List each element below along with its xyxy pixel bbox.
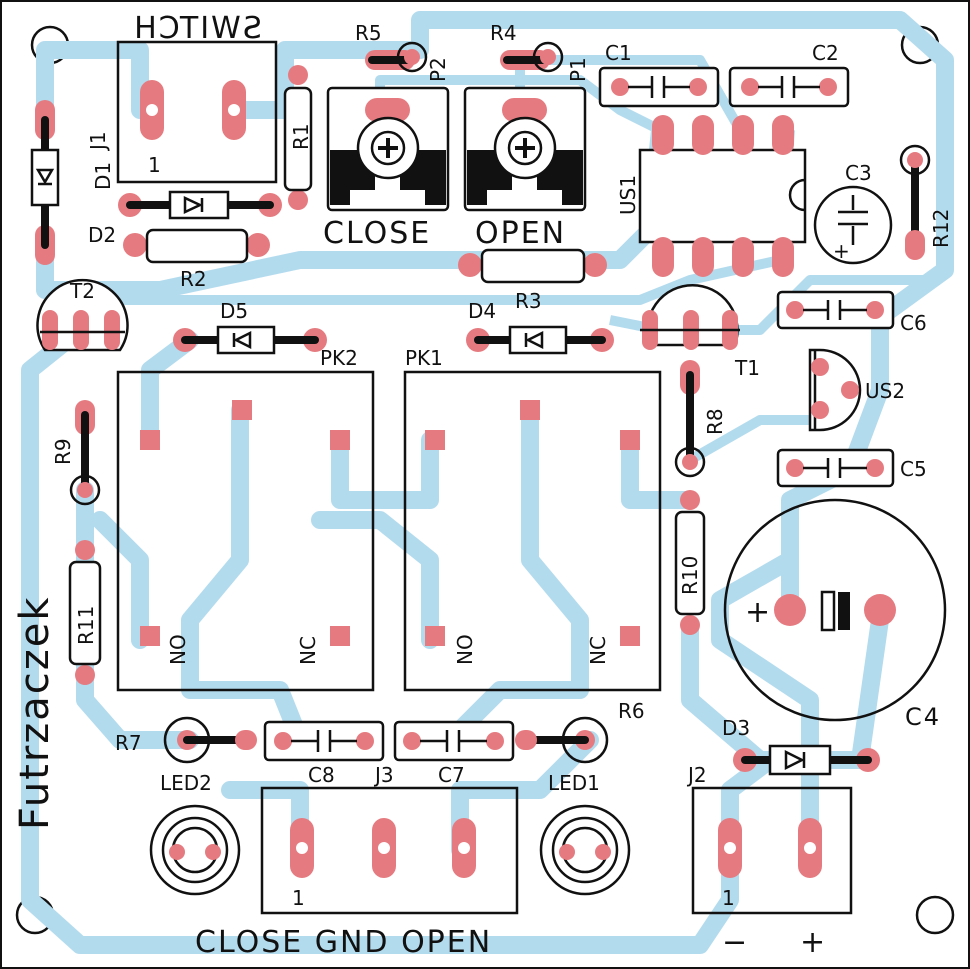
r2-label: R2 — [180, 267, 207, 291]
c4-plus: + — [745, 595, 772, 630]
resistor-r7: R7 — [115, 716, 257, 764]
c1-label: C1 — [605, 41, 632, 65]
diode-d3: D3 — [722, 716, 880, 776]
capacitor-c3: + C3 — [813, 161, 893, 265]
resistor-r8: R8 — [674, 360, 727, 478]
resistor-r10: R10 — [674, 490, 706, 635]
r4-label: R4 — [490, 21, 517, 45]
p1-label: P1 — [566, 57, 590, 82]
us1-label: US1 — [616, 175, 640, 215]
capacitor-c5: C5 — [776, 448, 927, 488]
pk1-nc-label: NC — [586, 636, 610, 665]
c5-label: C5 — [900, 457, 927, 481]
j3-pin-label: 1 — [292, 886, 305, 910]
j1-label: J1 — [86, 131, 110, 152]
resistor-r4: R4 P1 — [490, 21, 590, 82]
resistor-r12: R12 — [899, 144, 953, 260]
led-led2: LED2 — [149, 771, 241, 896]
j1-pin-label: 1 — [148, 153, 161, 177]
j2-label: J2 — [686, 763, 707, 787]
led-led1: LED1 — [539, 771, 631, 896]
d3-label: D3 — [722, 716, 750, 740]
open-label: OPEN — [475, 216, 566, 251]
j3-function-label: CLOSE GND OPEN — [195, 925, 492, 960]
r5-label: R5 — [355, 21, 382, 45]
c7-label: C7 — [438, 763, 465, 787]
pk2-nc-label: NC — [296, 636, 320, 665]
p2-label: P2 — [426, 57, 450, 82]
r7-label: R7 — [115, 731, 142, 755]
pk2-no-label: NO — [166, 634, 190, 665]
resistor-r2: R2 — [123, 228, 270, 291]
d4-label: D4 — [468, 299, 496, 323]
c3-label: C3 — [845, 161, 872, 185]
resistor-r3: R3 — [458, 248, 607, 313]
r10-label: R10 — [678, 556, 702, 595]
pk1-no-label: NO — [453, 634, 477, 665]
c2-label: C2 — [812, 41, 839, 65]
d5-label: D5 — [220, 299, 248, 323]
resistor-r1: R1 — [283, 65, 313, 210]
diode-d2: D2 — [88, 190, 282, 247]
us2-label: US2 — [865, 379, 905, 403]
j2-plus-label: + — [800, 925, 827, 960]
switch-label: SWITCH — [132, 11, 262, 46]
diode-d5: D5 — [173, 299, 327, 355]
board-title: Futrzaczek — [12, 595, 58, 830]
resistor-r11: R11 — [68, 540, 102, 685]
connector-j2: J2 1 − + — [686, 763, 853, 960]
transistor-t2: T2 — [36, 278, 129, 352]
r8-label: R8 — [703, 408, 727, 435]
capacitor-c8: C8 — [263, 720, 385, 787]
regulator-us2: US2 — [808, 348, 905, 432]
trimmer-p2: CLOSE — [323, 86, 450, 251]
capacitor-c6: C6 — [776, 290, 927, 335]
diode-d1: D1 — [30, 100, 115, 265]
led2-label: LED2 — [160, 771, 212, 795]
resistor-r9: R9 — [51, 400, 101, 506]
d1-label: D1 — [91, 162, 115, 190]
r11-label: R11 — [74, 606, 98, 645]
transistor-t1: T1 — [640, 284, 760, 380]
r12-label: R12 — [929, 209, 953, 248]
connector-j1: SWITCH J1 1 — [86, 11, 278, 184]
j2-minus-label: − — [722, 925, 749, 960]
r3-label: R3 — [515, 289, 542, 313]
c8-label: C8 — [308, 763, 335, 787]
capacitor-c4: + C4 — [723, 498, 947, 731]
r1-label: R1 — [289, 123, 313, 150]
connector-j3: J3 1 CLOSE GND OPEN — [195, 763, 519, 960]
pk1-label: PK1 — [405, 346, 443, 370]
capacitor-c1: C1 — [598, 41, 720, 108]
trimmer-p1: OPEN — [463, 86, 587, 251]
close-label: CLOSE — [323, 216, 431, 251]
r9-label: R9 — [51, 438, 75, 465]
t2-label: T2 — [69, 279, 95, 303]
t1-label: T1 — [734, 356, 760, 380]
resistor-r5: R5 P2 — [355, 21, 450, 82]
led1-label: LED1 — [548, 771, 600, 795]
j2-pin-label: 1 — [722, 886, 735, 910]
c4-label: C4 — [905, 703, 941, 731]
relay-pk1: PK1 NO NC — [403, 346, 662, 692]
pk2-label: PK2 — [320, 346, 358, 370]
c6-label: C6 — [900, 311, 927, 335]
relay-pk2: PK2 NO NC — [116, 346, 375, 692]
j3-label: J3 — [373, 763, 394, 787]
d2-label: D2 — [88, 223, 116, 247]
capacitor-c7: C7 — [393, 720, 515, 787]
capacitor-c2: C2 — [728, 41, 850, 108]
diode-d4: D4 — [466, 299, 614, 355]
resistor-r6: R6 — [515, 699, 645, 764]
c3-plus: + — [833, 239, 850, 263]
r6-label: R6 — [618, 699, 645, 723]
ic-us1: US1 — [616, 115, 807, 277]
